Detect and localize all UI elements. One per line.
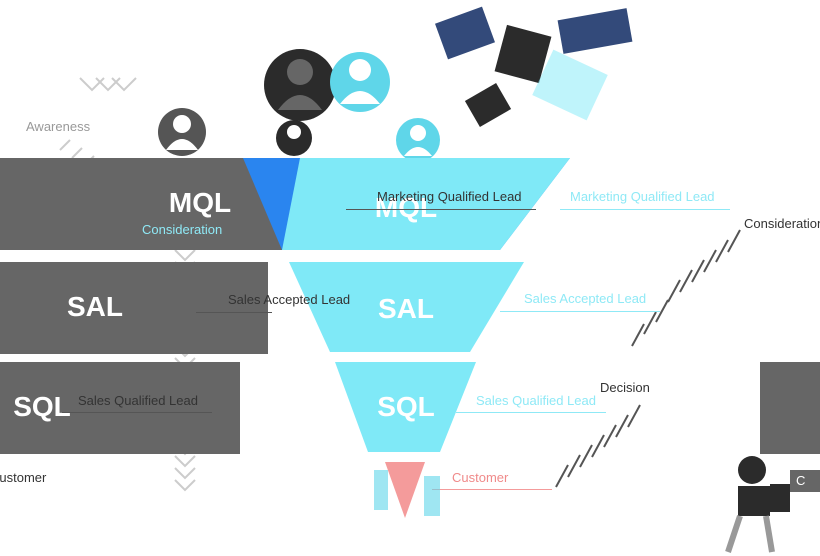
mql-description-underline	[346, 209, 536, 210]
mql-description: Marketing Qualified Lead	[377, 189, 522, 204]
sql-echo-underline	[456, 412, 606, 413]
sql-bar-label: SQL	[13, 391, 71, 422]
mql-description-echo: Marketing Qualified Lead	[570, 189, 715, 204]
awareness-label: Awareness	[26, 119, 91, 134]
sql-description: Sales Qualified Lead	[78, 393, 198, 408]
funnel-sql-label: SQL	[377, 391, 435, 422]
decision-label: Decision	[600, 380, 650, 395]
funnel-mql-label: MQL	[374, 192, 438, 223]
mql-bar	[0, 158, 282, 250]
customer-underline	[432, 489, 552, 490]
funnel-customer-segment	[385, 462, 425, 518]
sal-echo-underline	[500, 311, 660, 312]
sql-description-underline	[62, 412, 212, 413]
right-decision-bar	[760, 362, 820, 454]
consideration-label: Consideration	[744, 216, 820, 231]
mql-bar-label: MQL	[168, 187, 232, 218]
mql-echo-underline	[560, 209, 730, 210]
sal-description-underline	[196, 312, 272, 313]
sal-description-echo: Sales Accepted Lead	[524, 291, 647, 306]
sal-bar-label: SAL	[67, 291, 123, 322]
funnel-mql-overlay	[282, 158, 570, 250]
right-customer-tab: C	[790, 470, 820, 492]
consideration-echo: Consideration	[142, 222, 223, 237]
sal-description: Sales Accepted Lead	[228, 292, 351, 307]
funnel-sal-label: SAL	[378, 293, 434, 324]
customer-left-label: Customer	[0, 470, 47, 485]
sal-bar	[0, 262, 268, 354]
sql-bar	[0, 362, 240, 454]
funnel-sal-segment	[289, 262, 524, 352]
funnel-sql-segment	[335, 362, 476, 452]
customer-label: Customer	[452, 470, 509, 485]
sql-description-echo: Sales Qualified Lead	[476, 393, 596, 408]
